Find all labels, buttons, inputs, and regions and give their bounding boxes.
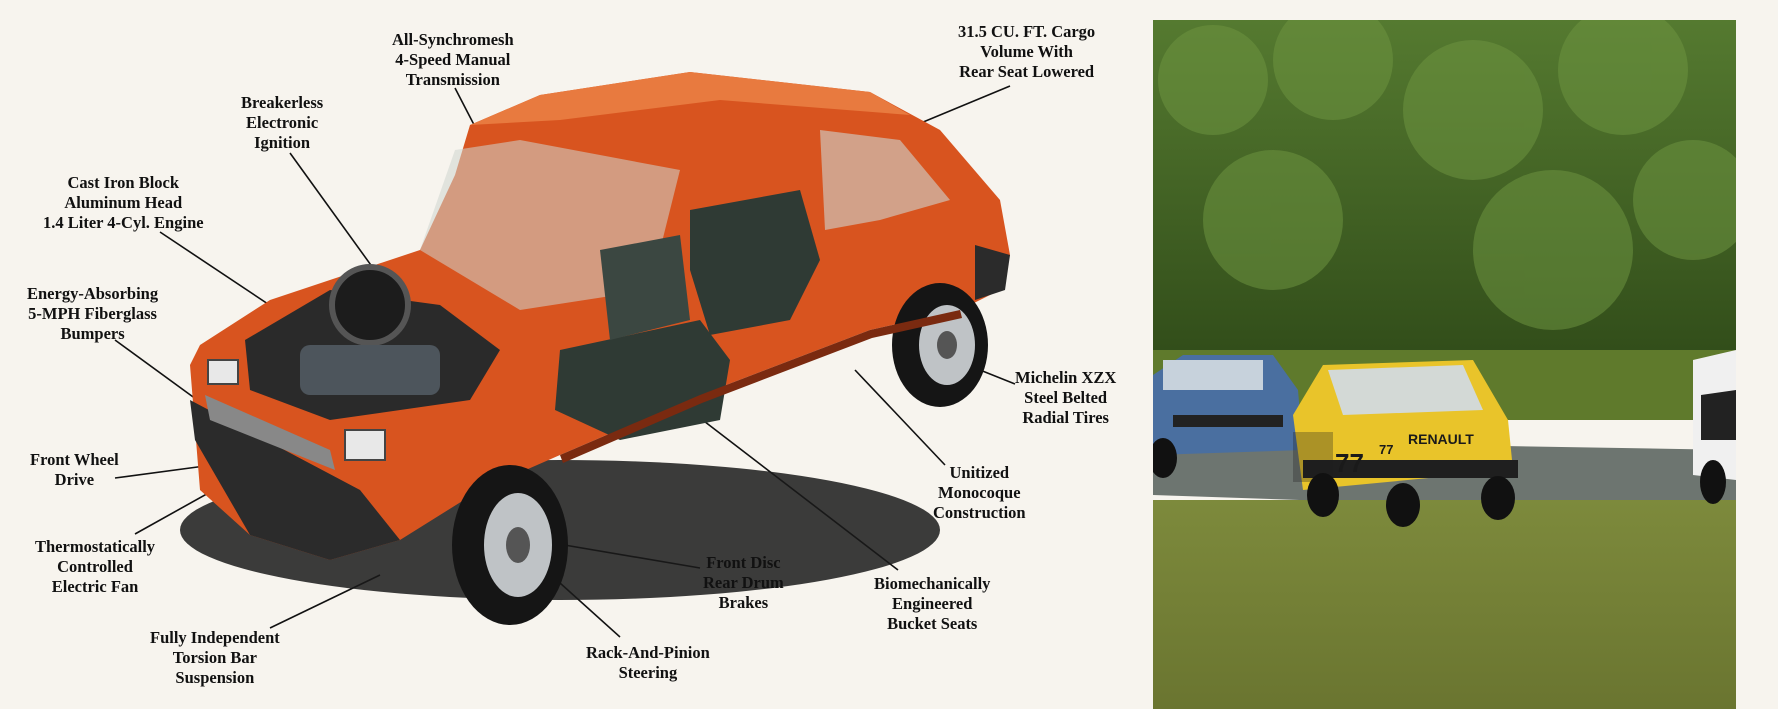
label-suspension: Fully Independent Torsion Bar Suspension (150, 628, 280, 687)
car-illustration (180, 72, 1010, 625)
label-ignition: Breakerless Electronic Ignition (241, 93, 324, 152)
hood-lettering: RENAULT (1408, 431, 1474, 447)
racing-photo: RENAULT 77 77 (1153, 20, 1736, 709)
door-number: 77 (1335, 448, 1364, 478)
label-seats: Biomechanically Engineered Bucket Seats (874, 574, 991, 633)
headlight-right (344, 429, 386, 461)
leader-drive (114, 465, 206, 479)
racing-scene: RENAULT 77 77 (1153, 20, 1736, 709)
blue-race-car (1153, 355, 1303, 478)
label-transmission: All-Synchromesh 4-Speed Manual Transmiss… (392, 30, 514, 89)
label-fan: Thermostatically Controlled Electric Fan (35, 537, 156, 596)
yellow-race-car: RENAULT 77 77 (1293, 360, 1518, 527)
label-monocoque: Unitized Monocoque Construction (933, 463, 1026, 522)
car-roof (470, 72, 910, 125)
rear-bumper (975, 245, 1010, 300)
hood-number: 77 (1379, 442, 1393, 457)
rear-wheel (892, 283, 988, 407)
leader-monocoque (854, 369, 946, 466)
label-tires: Michelin XZX Steel Belted Radial Tires (1015, 368, 1117, 427)
label-engine: Cast Iron Block Aluminum Head 1.4 Liter … (43, 173, 204, 232)
infield-grass (1153, 500, 1736, 709)
third-race-car (1693, 350, 1736, 504)
seat-back (600, 235, 690, 340)
rear-window (820, 130, 950, 230)
car-body (190, 72, 1010, 560)
label-brakes: Front Disc Rear Drum Brakes (703, 553, 784, 612)
engine-block (300, 345, 440, 395)
rear-seat (690, 190, 820, 335)
label-bumpers: Energy-Absorbing 5-MPH Fiberglass Bumper… (27, 284, 159, 343)
spare-tire (329, 264, 411, 346)
side-trim (560, 310, 962, 463)
headlight-left (207, 359, 239, 385)
front-wheel (452, 465, 568, 625)
front-seat (555, 320, 730, 440)
label-drive: Front Wheel Drive (30, 450, 119, 489)
front-bumper (190, 400, 400, 560)
leader-bumpers (114, 339, 201, 403)
grille (205, 395, 335, 470)
label-cargo: 31.5 CU. FT. Cargo Volume With Rear Seat… (958, 22, 1096, 81)
foliage (1158, 20, 1736, 330)
label-steering: Rack-And-Pinion Steering (586, 643, 710, 682)
